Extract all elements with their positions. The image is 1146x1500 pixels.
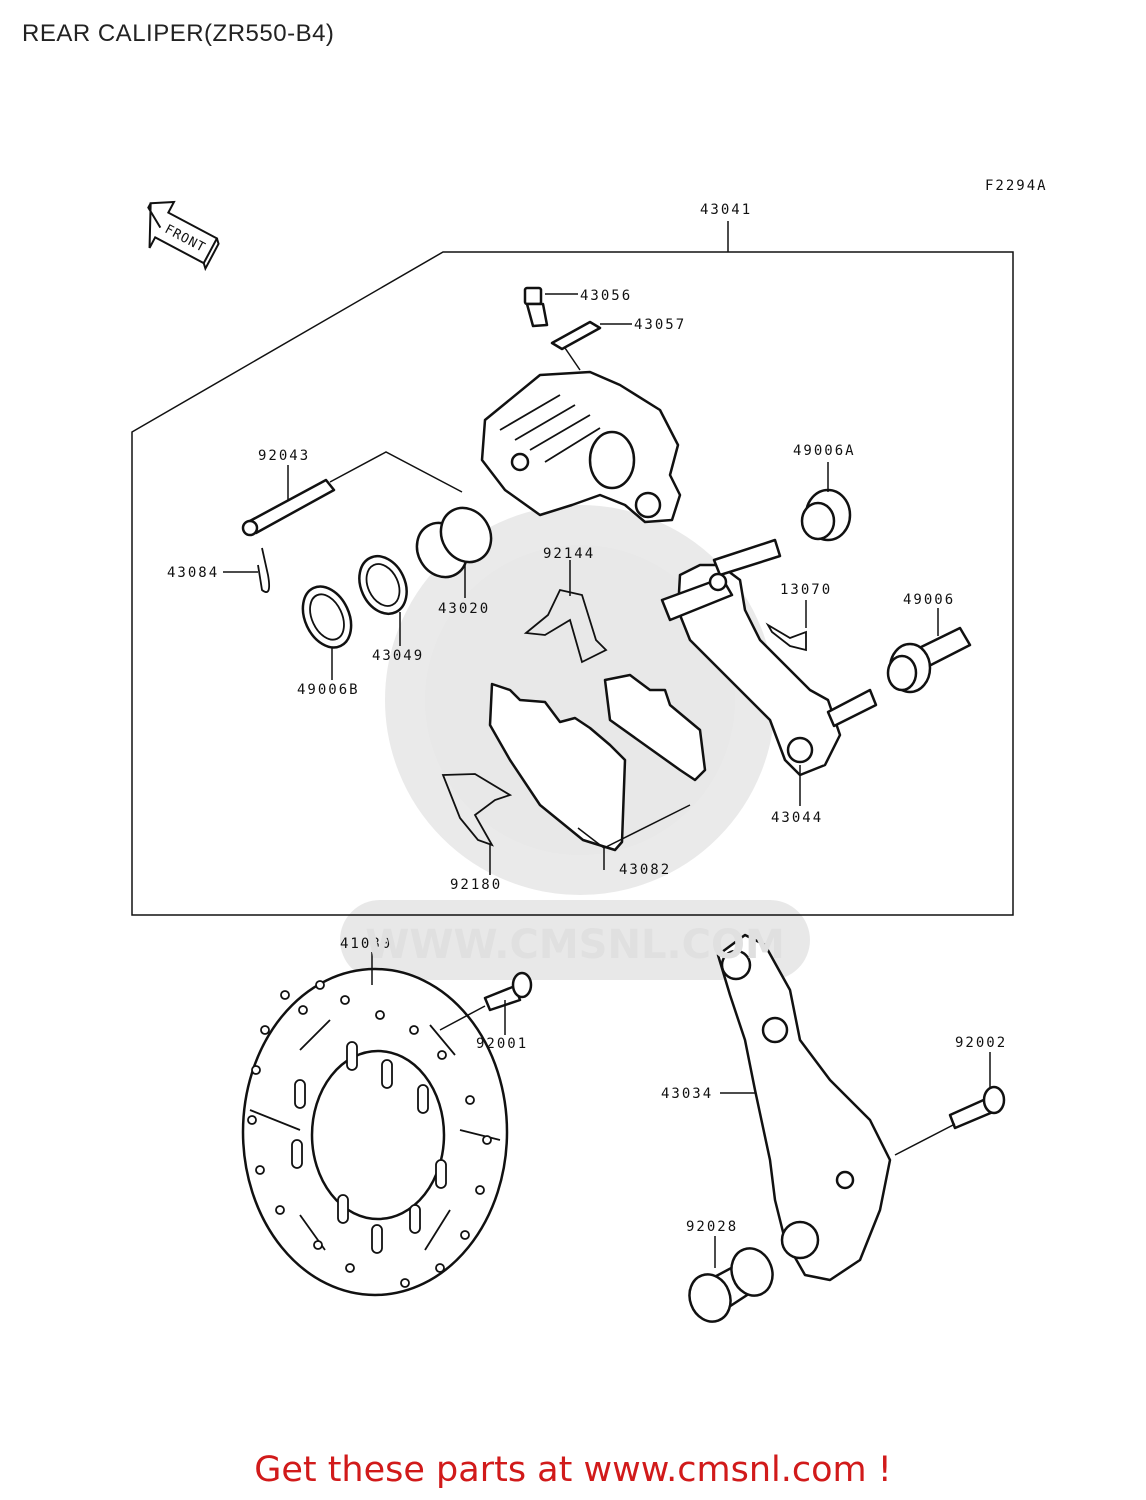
piston-seal — [358, 555, 408, 615]
figure-code: F2294A — [985, 178, 1048, 194]
boot-49006a — [800, 488, 852, 542]
part-label-43049: 43049 — [372, 648, 424, 664]
part-label-92180: 92180 — [450, 877, 502, 893]
part-label-92144: 92144 — [543, 546, 595, 562]
part-label-49006: 49006 — [903, 592, 955, 608]
part-label-43056: 43056 — [580, 288, 632, 304]
watermark-text: WWW.CMSNL.COM — [365, 922, 785, 968]
dust-seal — [301, 585, 353, 649]
disc-bolt — [483, 971, 533, 1012]
part-label-43034: 43034 — [661, 1086, 713, 1102]
part-label-43044: 43044 — [771, 810, 823, 826]
bleeder-cap — [550, 320, 602, 351]
part-label-92028: 92028 — [686, 1219, 738, 1235]
bolt-92002 — [948, 1085, 1006, 1130]
pad-spring — [523, 588, 608, 664]
collar — [688, 1247, 774, 1323]
caliper-assembly-outline — [131, 251, 1014, 916]
page-title: REAR CALIPER(ZR550-B4) — [22, 20, 335, 47]
part-label-43082: 43082 — [619, 862, 671, 878]
pad-shim — [441, 773, 513, 847]
front-arrow-icon: FRONT — [147, 200, 220, 272]
part-label-43020: 43020 — [438, 601, 490, 617]
caliper-bracket — [660, 538, 878, 777]
part-label-92002: 92002 — [955, 1035, 1007, 1051]
boot-49006 — [886, 626, 972, 694]
part-label-49006b: 49006B — [297, 682, 360, 698]
part-label-43057: 43057 — [634, 317, 686, 333]
torque-link — [716, 933, 892, 1282]
part-label-43084: 43084 — [167, 565, 219, 581]
caliper-pin — [241, 478, 336, 537]
part-label-43041: 43041 — [700, 202, 752, 218]
piston — [415, 506, 493, 579]
part-label-41080: 41080 — [340, 936, 392, 952]
part-label-13070: 13070 — [780, 582, 832, 598]
bleeder-valve — [523, 286, 549, 328]
r-clip — [257, 547, 271, 593]
footer-link[interactable]: Get these parts at www.cmsnl.com ! — [254, 1450, 892, 1490]
caliper-body — [480, 370, 682, 524]
pad-holder — [765, 622, 807, 652]
brake-pads — [488, 673, 707, 852]
part-label-92043: 92043 — [258, 448, 310, 464]
part-label-92001: 92001 — [476, 1036, 528, 1052]
brake-disc — [241, 967, 509, 1297]
part-label-49006a: 49006A — [793, 443, 856, 459]
